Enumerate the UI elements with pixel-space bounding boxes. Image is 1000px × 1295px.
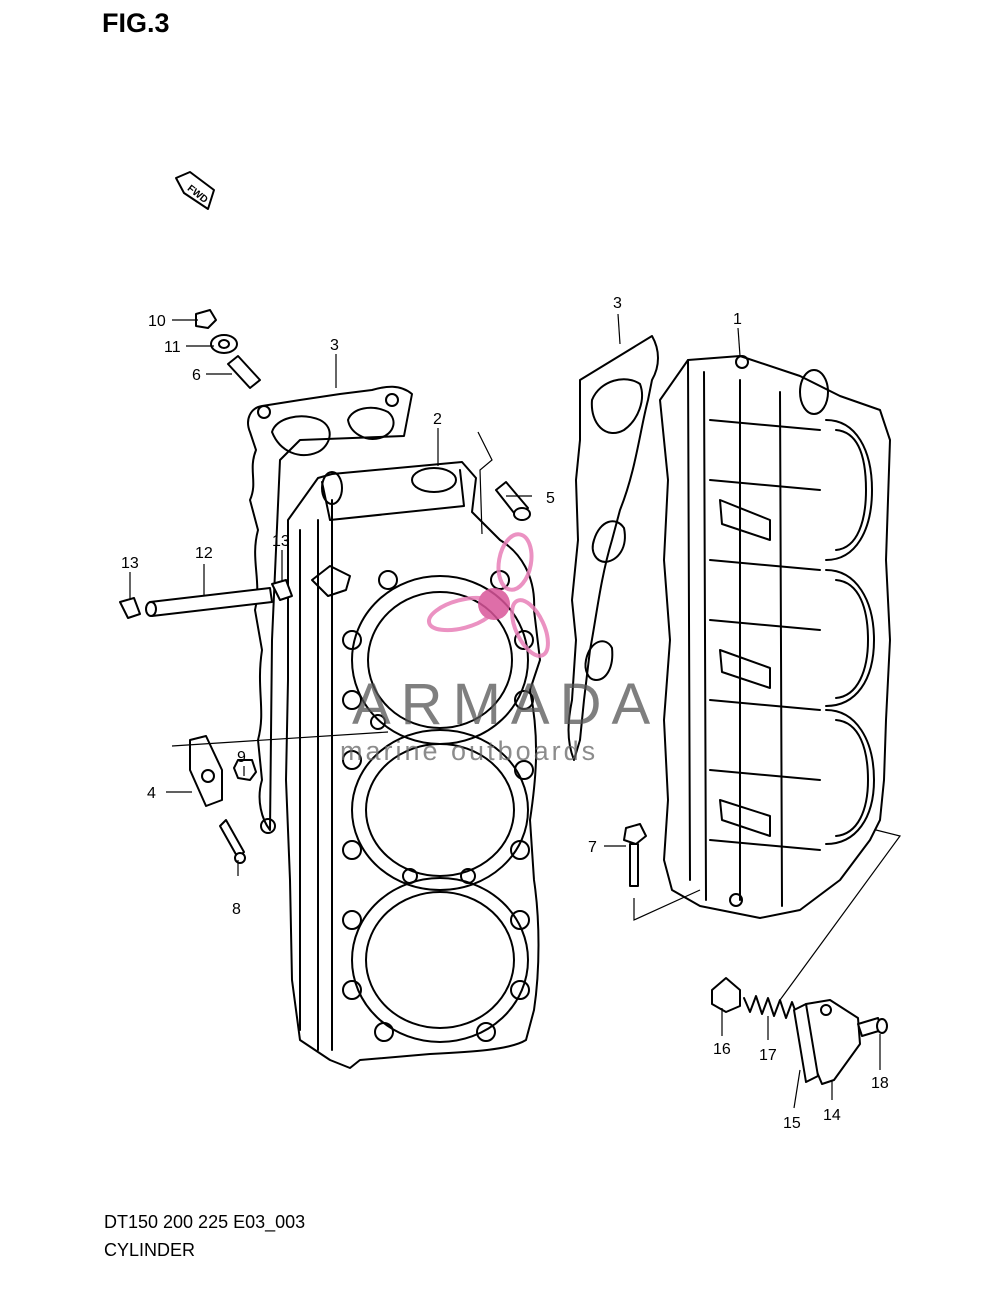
watermark-tagline: marine outboards [340, 736, 598, 766]
part-11-washer [210, 334, 238, 354]
callout-13-left: 13 [121, 555, 139, 572]
part-16-plug [711, 977, 741, 1013]
part-10-nut [195, 309, 217, 329]
callout-3-right: 3 [613, 295, 622, 312]
callout-7: 7 [588, 839, 597, 856]
callout-4: 4 [147, 785, 156, 802]
watermark-name: ARMADA [352, 672, 660, 737]
callout-5: 5 [546, 490, 555, 507]
callout-12: 12 [195, 545, 213, 562]
callout-10: 10 [148, 313, 166, 330]
callout-3-left: 3 [330, 337, 339, 354]
part-18-bolt [857, 1017, 888, 1037]
callout-11: 11 [164, 339, 181, 356]
diagram-code-caption: DT150 200 225 E03_003 [104, 1212, 306, 1232]
callout-17: 17 [759, 1047, 777, 1064]
cylinder-gasket-right [567, 335, 659, 761]
callout-18: 18 [871, 1075, 889, 1092]
callout-16: 16 [713, 1041, 731, 1058]
callout-14: 14 [823, 1107, 841, 1124]
fwd-arrow-icon: FWD [175, 171, 215, 210]
part-9-nut [233, 759, 257, 781]
part-17-spring [743, 995, 799, 1019]
callout-15: 15 [783, 1115, 801, 1132]
armada-watermark: ARMADA marine outboards [340, 532, 660, 766]
part-8-bolt [219, 819, 246, 864]
part-6-stud [227, 355, 261, 389]
callout-13-right: 13 [272, 533, 290, 550]
callout-2: 2 [433, 411, 442, 428]
callout-9: 9 [237, 749, 246, 766]
part-13-clip-right [271, 579, 293, 601]
part-12-pipe [145, 587, 273, 617]
propeller-logo-icon [426, 532, 550, 658]
diagram-name-caption: CYLINDER [104, 1240, 196, 1260]
figure-title: FIG.3 [102, 8, 170, 38]
callout-1: 1 [733, 311, 742, 328]
part-7-bolt [623, 823, 647, 887]
callout-8: 8 [232, 901, 241, 918]
part-4-bracket [171, 731, 389, 807]
cylinder-head-gasket-left [247, 385, 413, 831]
cylinder-block [633, 355, 902, 1001]
part-5-bolt [477, 431, 531, 535]
callout-6: 6 [192, 367, 201, 384]
part-15-gasket [793, 1003, 819, 1083]
cylinder-head-body [260, 461, 541, 1069]
leader-lines [129, 313, 881, 1109]
part-13-clip-left [119, 597, 141, 619]
